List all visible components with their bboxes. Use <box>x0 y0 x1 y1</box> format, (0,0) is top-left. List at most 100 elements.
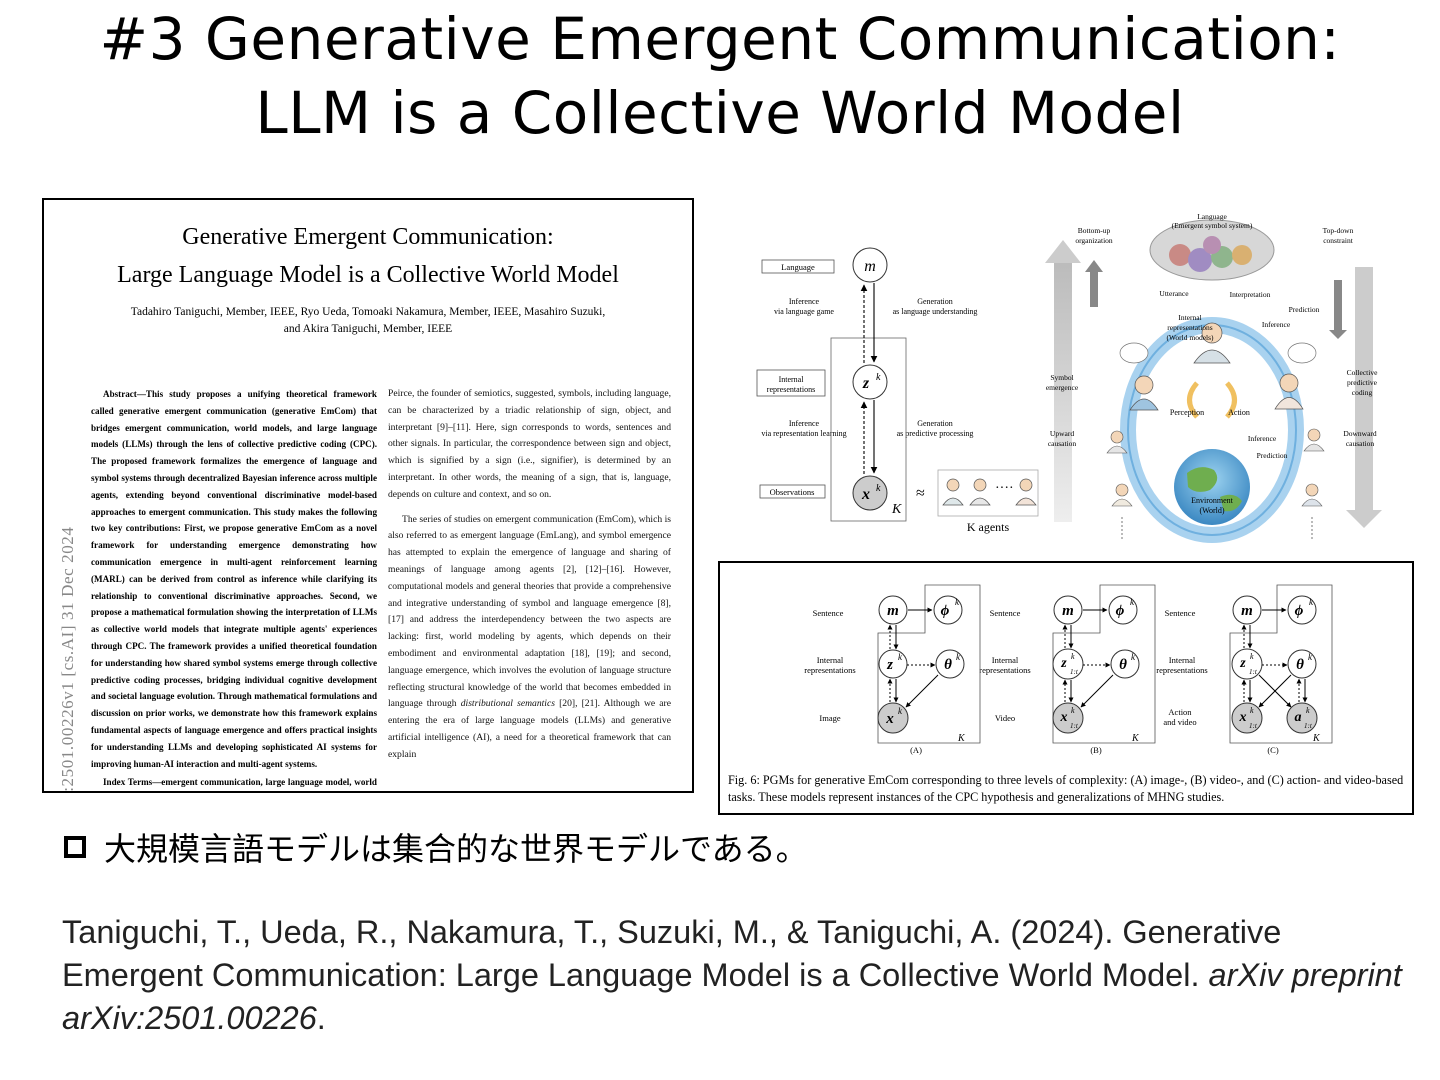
paper-right-para1: Peirce, the founder of semiotics, sugges… <box>388 386 671 504</box>
node-x-sup: k <box>876 483 881 494</box>
top-down-label: Top-downconstraint <box>1323 226 1354 245</box>
bullet-point: 大規模言語モデルは集合的な世界モデルである。 <box>64 822 808 872</box>
citation: Taniguchi, T., Ueda, R., Nakamura, T., S… <box>62 911 1422 1040</box>
inference-label-bottom: Inference <box>1248 434 1277 443</box>
paper-authors-line2: and Akira Taniguchi, Member, IEEE <box>84 321 652 338</box>
svg-text:····: ···· <box>995 481 1014 496</box>
paper-title-line2: Large Language Model is a Collective Wor… <box>44 262 692 289</box>
pgm-c-theta: θ <box>1296 657 1304 673</box>
image-label: Image <box>819 713 840 723</box>
prediction-label-top: Prediction <box>1289 305 1320 314</box>
interpretation-label: Interpretation <box>1230 290 1271 299</box>
agents-box <box>938 470 1038 516</box>
lang-emergent-label: Language(Emergent symbol system) <box>1172 212 1253 230</box>
paper-right-para2: The series of studies on emergent commun… <box>388 512 671 764</box>
node-z-label: z <box>862 375 870 392</box>
pgm-c-z-sub: 1:t <box>1249 668 1258 676</box>
paper-authors-line1: Tadahiro Taniguchi, Member, IEEE, Ryo Ue… <box>84 304 652 321</box>
pgm-panel-c: m ϕ k z k 1:t θ k x k 1:t a k 1:t K <box>1230 585 1332 744</box>
prediction-label-bottom: Prediction <box>1257 451 1288 460</box>
video-label: Video <box>995 713 1015 723</box>
pgm-b-x: x <box>1060 710 1068 725</box>
pgm-a-theta: θ <box>944 657 952 673</box>
pgm-b-z-sup: k <box>1071 652 1075 661</box>
pgm-b-m: m <box>1062 603 1074 619</box>
label-a: (A) <box>910 745 922 755</box>
paper-authors: Tadahiro Taniguchi, Member, IEEE, Ryo Ue… <box>84 304 652 338</box>
square-bullet-icon <box>64 836 86 858</box>
inference-game-label: Inferencevia language game <box>774 297 834 316</box>
approx-symbol: ≈ <box>916 485 925 502</box>
pgm-c-x: x <box>1239 710 1247 725</box>
pgm-panel-a: ϕ m ϕ k z k θ k x k K <box>878 585 980 744</box>
citation-end: . <box>317 1000 326 1036</box>
paper-index-terms: Index Terms—emergent communication, larg… <box>91 774 377 793</box>
sentence-label-b: Sentence <box>990 608 1021 618</box>
bullet-text: 大規模言語モデルは集合的な世界モデルである。 <box>104 824 808 870</box>
pgm-a-x: x <box>885 711 894 727</box>
pgm-c-z: z <box>1239 656 1246 671</box>
pgm-c-z-sup: k <box>1250 652 1254 661</box>
slide-title-line1: #3 Generative Emergent Communication: <box>0 2 1440 76</box>
pgm-b-z-sub: 1:t <box>1070 668 1079 676</box>
node-z-sup: k <box>876 372 881 383</box>
paper-first-page: Generative Emergent Communication: Large… <box>42 198 694 793</box>
label-c: (C) <box>1267 745 1279 755</box>
perception-label: Perception <box>1170 408 1204 417</box>
paper-right-para2-italic: distributional semantics <box>461 698 555 709</box>
figure-caption: Fig. 6: PGMs for generative EmCom corres… <box>728 772 1404 806</box>
agents-icons: ···· <box>943 479 1036 505</box>
sentence-label-c: Sentence <box>1165 608 1196 618</box>
pgm-b-K: K <box>1131 733 1140 744</box>
paper-right-column: Peirce, the founder of semiotics, sugges… <box>388 386 671 772</box>
downward-causation-label: Downwardcausation <box>1343 429 1377 448</box>
node-m-label: m <box>864 258 876 275</box>
label-b: (B) <box>1090 745 1102 755</box>
paper-right-para2a: The series of studies on emergent commun… <box>388 514 671 710</box>
paper-title-line1: Generative Emergent Communication: <box>44 224 692 251</box>
citation-text: Taniguchi, T., Ueda, R., Nakamura, T., S… <box>62 914 1281 993</box>
pgm-c-x-sub: 1:t <box>1249 722 1258 730</box>
pgm-c-a: a <box>1295 710 1302 725</box>
pgm-b-x-sup: k <box>1071 706 1075 715</box>
pgm-c-a-sub: 1:t <box>1304 722 1313 730</box>
pgm-panel-b: m ϕ k z k 1:t θ k x k 1:t K <box>1053 585 1155 744</box>
internal-label-a: Internalrepresentations <box>804 655 855 675</box>
inference-label-top: Inference <box>1262 320 1291 329</box>
slide-title-line2: LLM is a Collective World Model <box>0 76 1440 150</box>
pgm-b-x-sub: 1:t <box>1070 722 1079 730</box>
pgm-a-m-label: m <box>887 603 899 619</box>
pgm-a-phi: ϕ <box>941 603 950 619</box>
pgm-b-z: z <box>1060 656 1067 671</box>
collective-pc-label: Collectivepredictivecoding <box>1347 368 1378 397</box>
pgm-c-a-sup: k <box>1306 706 1310 715</box>
node-x-label: x <box>861 486 870 503</box>
node-z <box>853 365 887 399</box>
utterance-label: Utterance <box>1159 289 1189 298</box>
pgm-c-x-sup: k <box>1250 706 1254 715</box>
observations-label: Observations <box>770 487 815 497</box>
sentence-label-a: Sentence <box>813 608 844 618</box>
pgm-c-K: K <box>1312 733 1321 744</box>
paper-abstract: Abstract—This study proposes a unifying … <box>91 386 377 772</box>
paper-left-column: Abstract—This study proposes a unifying … <box>91 386 377 793</box>
node-x <box>853 476 887 510</box>
language-label: Language <box>781 262 815 272</box>
right-agent-icon <box>1280 374 1298 392</box>
pgm-a-z: z <box>886 657 893 673</box>
k-agents-label: K agents <box>967 520 1010 534</box>
left-agent-icon <box>1135 376 1153 394</box>
action-label: Action <box>1228 408 1250 417</box>
pgm-c-m: m <box>1241 603 1253 619</box>
